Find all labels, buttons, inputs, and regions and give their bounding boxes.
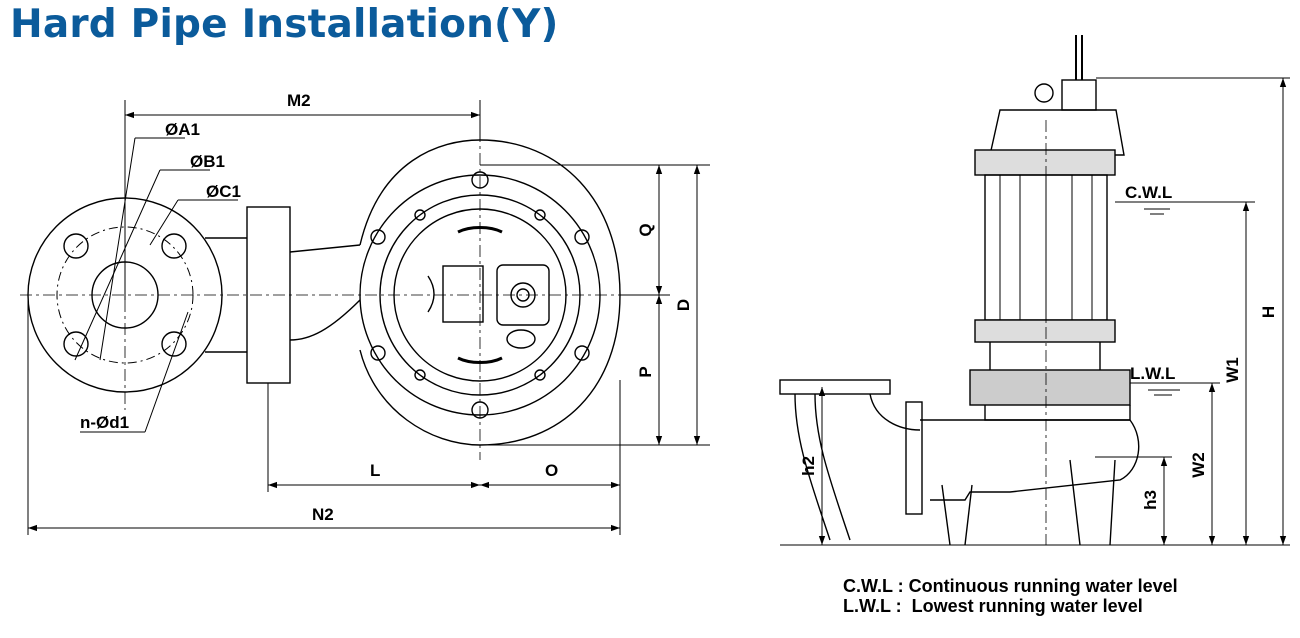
top-view	[20, 130, 640, 460]
label-n2: N2	[312, 505, 334, 524]
label-d: D	[674, 299, 693, 311]
legend-cwl: C.W.L : Continuous running water level	[843, 576, 1178, 596]
label-h3: h3	[1141, 490, 1160, 510]
label-p: P	[636, 366, 655, 377]
label-b1: ØB1	[190, 152, 225, 171]
label-h2: h2	[799, 456, 818, 476]
label-w1: W1	[1223, 357, 1242, 383]
legend: C.W.L : Continuous running water level L…	[843, 576, 1178, 616]
side-view-dimensions	[818, 77, 1290, 545]
label-a1: ØA1	[165, 120, 200, 139]
label-cwl: C.W.L	[1125, 183, 1172, 202]
label-lwl: L.W.L	[1130, 364, 1175, 383]
label-nd1: n-Ød1	[80, 413, 129, 432]
side-view	[779, 35, 1290, 546]
label-m2: M2	[287, 91, 311, 110]
page-title: Hard Pipe Installation(Y)	[10, 2, 559, 47]
label-o: O	[545, 461, 558, 480]
pump-body	[359, 139, 621, 446]
top-view-dimensions	[27, 100, 710, 535]
label-c1: ØC1	[206, 182, 241, 201]
label-q: Q	[636, 223, 655, 236]
label-w2: W2	[1189, 452, 1208, 478]
label-h: H	[1259, 306, 1278, 318]
label-l: L	[370, 461, 380, 480]
legend-lwl: L.W.L : Lowest running water level	[843, 596, 1143, 616]
